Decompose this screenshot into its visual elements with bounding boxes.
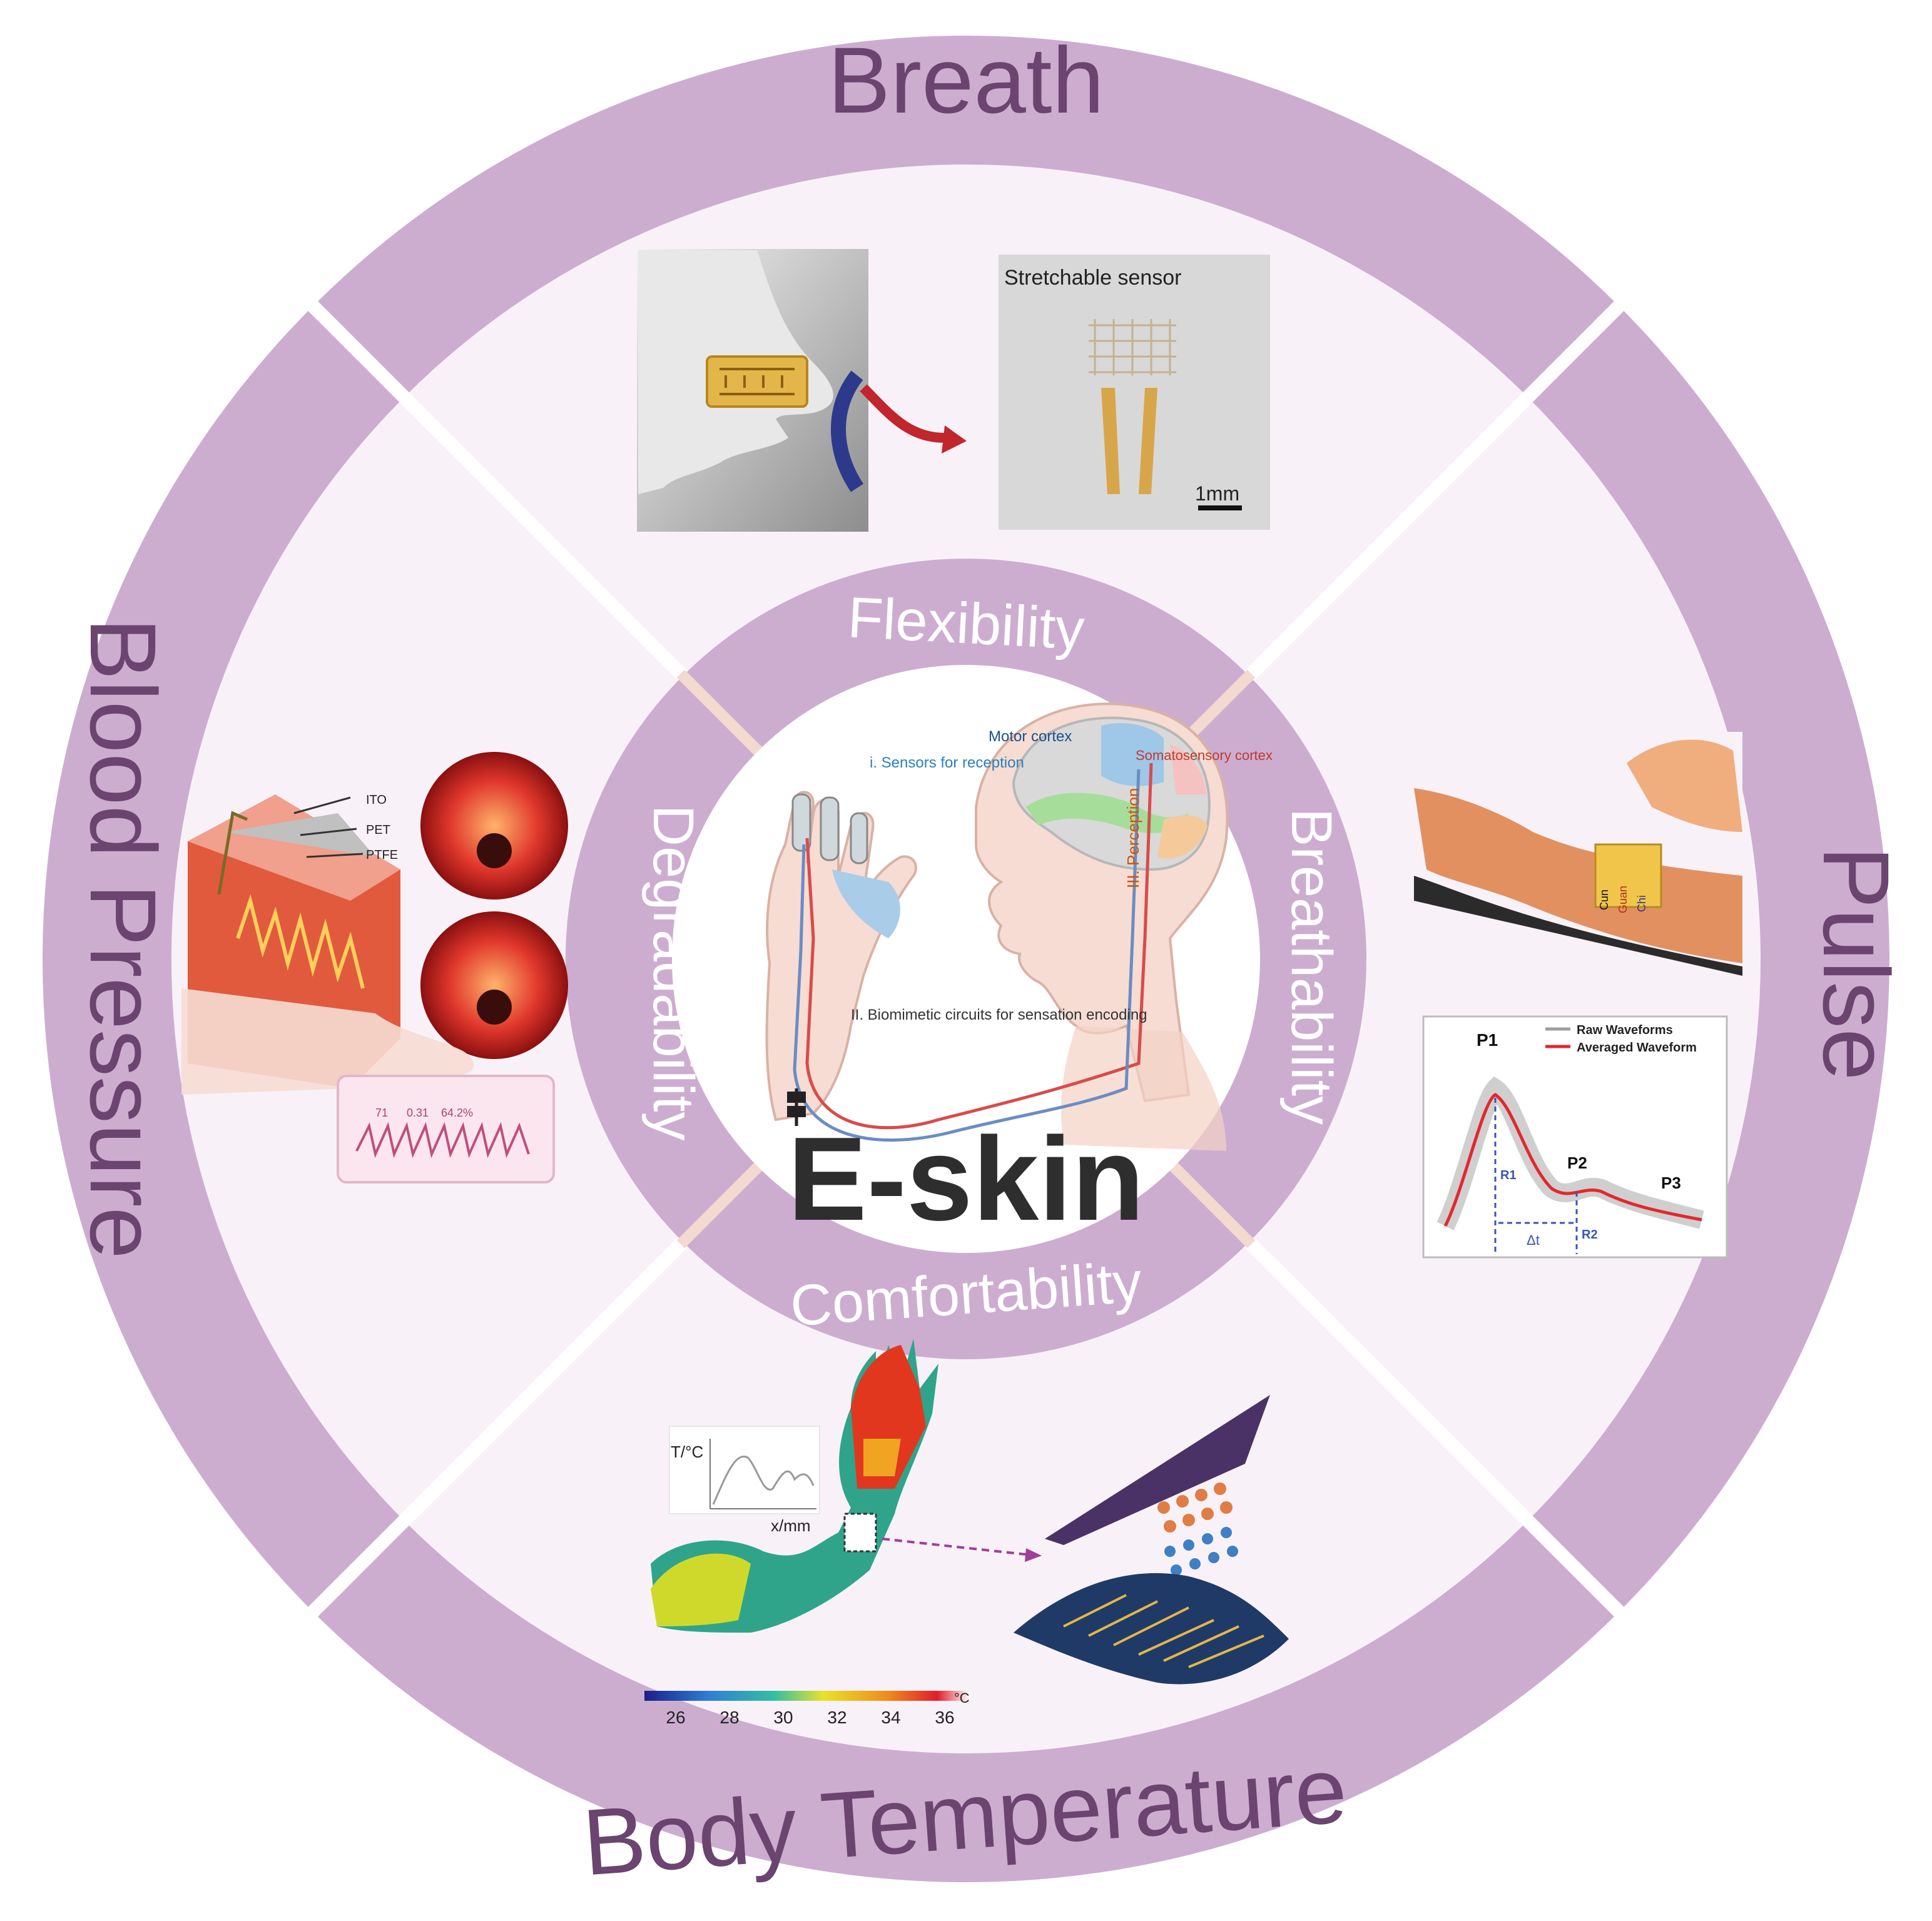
pulse-panel: Cun Guan Chi Raw Waveforms Averaged Wave… <box>1401 732 1742 1259</box>
delta-t-label: Δt <box>1527 1232 1540 1248</box>
temperature-colorbar: 26 28 30 32 34 36 °C <box>644 1690 970 1727</box>
flexible-sensor-array <box>1014 1395 1289 1685</box>
breath-panel: Stretchable sensor 1mm <box>637 249 1270 532</box>
colorbar-tick-36: 36 <box>935 1708 954 1727</box>
wrist-label-chi: Chi <box>1635 895 1648 912</box>
inner-label-left: Degradability <box>641 805 705 1141</box>
circuit-chip-icon <box>787 1088 806 1126</box>
scale-bar <box>1198 505 1242 510</box>
pulse-waveform-chart: Raw Waveforms Averaged Waveform P1 P2 P3… <box>1422 1015 1728 1259</box>
outer-label-top: Breath <box>828 28 1104 133</box>
colorbar-unit: °C <box>954 1690 970 1706</box>
colorbar-tick-32: 32 <box>827 1708 847 1727</box>
perception-label: III. Perception <box>1124 788 1142 888</box>
body-temperature-panel: T/°C x/mm <box>644 1339 1289 1727</box>
somatosensory-label: Somatosensory cortex <box>1136 748 1273 763</box>
center-title: E-skin <box>788 1113 1144 1245</box>
peak-p3: P3 <box>1661 1173 1681 1192</box>
temp-axis-x: x/mm <box>771 1516 811 1535</box>
stretchable-sensor-photo: Stretchable sensor 1mm <box>999 255 1270 530</box>
phone-reading-3: 64.2% <box>441 1107 473 1119</box>
reflection-r1: R1 <box>1500 1168 1517 1182</box>
circuits-label: II. Biomimetic circuits for sensation en… <box>851 1006 1147 1023</box>
colorbar-tick-34: 34 <box>881 1708 900 1727</box>
legend-raw: Raw Waveforms <box>1577 1023 1673 1037</box>
artery-cross-section-2 <box>420 911 568 1059</box>
wrist-label-guan: Guan <box>1617 886 1629 913</box>
center-illustration: i. Sensors for reception Motor cortex So… <box>765 702 1273 1245</box>
wrist-photo: Cun Guan Chi <box>1401 732 1742 976</box>
layer-label-pet: PET <box>366 823 390 837</box>
phone-monitor: 71 0.31 64.2% <box>337 1075 555 1184</box>
inner-label-right: Breathability <box>1279 808 1343 1125</box>
colorbar-tick-26: 26 <box>666 1708 685 1727</box>
phone-reading-1: 71 <box>375 1107 388 1119</box>
peak-p1: P1 <box>1477 1030 1498 1050</box>
arm-thermal-map <box>651 1339 938 1633</box>
scale-bar-label: 1mm <box>1195 482 1239 505</box>
layer-label-ito: ITO <box>366 793 387 807</box>
layer-label-ptfe: PTFE <box>366 848 398 862</box>
colorbar-tick-28: 28 <box>719 1708 739 1727</box>
inner-label-top: Flexibility <box>847 585 1086 662</box>
peak-p2: P2 <box>1567 1153 1587 1172</box>
outer-label-right: Pulse <box>1804 846 1909 1080</box>
phone-reading-2: 0.31 <box>407 1107 429 1119</box>
sensors-label: i. Sensors for reception <box>870 754 1024 771</box>
artery-cross-section-1 <box>420 752 568 900</box>
temperature-profile-plot: T/°C x/mm <box>669 1426 820 1535</box>
colorbar-tick-30: 30 <box>773 1708 793 1727</box>
reflection-r2: R2 <box>1582 1228 1598 1242</box>
wrist-label-cun: Cun <box>1598 890 1610 910</box>
blood-pressure-panel: ITO PET PTFE 71 0.31 64.2% <box>181 752 568 1184</box>
temp-axis-y: T/°C <box>671 1442 703 1461</box>
legend-averaged: Averaged Waveform <box>1577 1041 1697 1055</box>
nose-sensor-image <box>637 249 967 532</box>
stretchable-sensor-caption: Stretchable sensor <box>1004 266 1182 290</box>
motor-cortex-label: Motor cortex <box>989 728 1072 745</box>
outer-label-left: Blood Pressure <box>71 617 176 1259</box>
